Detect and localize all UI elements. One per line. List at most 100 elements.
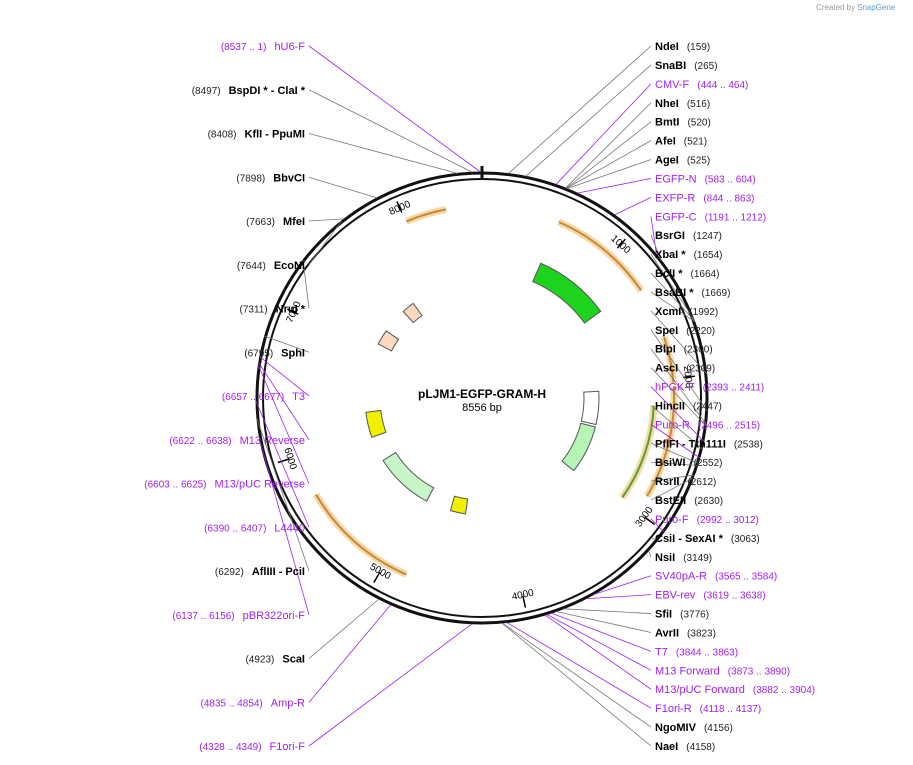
- orf-arc-halo: [619, 405, 658, 500]
- snapgene-logo: SnapGene: [857, 3, 896, 12]
- site-label: PflFI - Tth111I(2538): [655, 438, 763, 450]
- site-name: PflFI - Tth111I: [655, 438, 726, 450]
- tick-label: 4000: [511, 588, 535, 603]
- tick-mark: [277, 458, 290, 464]
- orf-arc: [646, 386, 676, 497]
- site-label: SphI(6795): [244, 347, 305, 359]
- leader-line: [650, 253, 695, 320]
- leader-line: [614, 196, 652, 216]
- feature-arcs: [312, 205, 678, 578]
- ori-arrow: [365, 409, 387, 438]
- leader-line: [308, 220, 343, 265]
- primer-name: Amp-R: [271, 697, 305, 709]
- site-position: (4158): [686, 742, 715, 753]
- primer-name: CMV-F: [655, 79, 690, 91]
- site-label: KflI - PpuMI(8408): [208, 129, 305, 141]
- site-name: CsiI - SexAI *: [655, 533, 724, 545]
- primer-range: (6137 .. 6156): [172, 611, 234, 622]
- site-label: BsaBI *(1669): [655, 287, 730, 299]
- leader-line: [308, 45, 481, 173]
- leader-line: [546, 614, 652, 671]
- leader-lines: [255, 45, 708, 747]
- primer-label: EBV-rev(3619 .. 3638): [655, 590, 766, 602]
- leader-line: [302, 260, 310, 309]
- primer-name: hU6-F: [274, 41, 305, 53]
- site-name: NaeI: [655, 741, 678, 753]
- primer-range: (4118 .. 4137): [700, 704, 762, 715]
- leader-line: [650, 272, 695, 322]
- site-label: BclI * (1664): [655, 268, 719, 280]
- leader-line: [308, 89, 473, 173]
- primer-range: (6390 .. 6407): [204, 523, 266, 534]
- puror-arrow: [561, 422, 596, 472]
- site-label: ScaI(4923): [245, 654, 305, 666]
- leader-line: [556, 611, 652, 633]
- site-position: (1654): [694, 250, 723, 261]
- primer-name: T7: [655, 646, 668, 658]
- site-position: (4923): [245, 655, 274, 666]
- site-name: MfeI: [283, 216, 305, 228]
- site-position: (516): [687, 99, 710, 110]
- leader-line: [566, 159, 652, 189]
- primer-range: (8537 .. 1): [221, 42, 267, 53]
- site-label: SpeI(2220): [655, 325, 715, 337]
- primer-label: T7 (3844 .. 3863): [655, 646, 738, 658]
- site-position: (2220): [686, 326, 715, 337]
- leader-line: [650, 518, 665, 533]
- orf-arc: [558, 221, 642, 292]
- tick-label: 2000: [681, 365, 694, 389]
- primer-range: (444 .. 464): [697, 80, 748, 91]
- primer-name: M13/pUC Reverse: [215, 479, 305, 491]
- primer-label: F1ori-F(4328 .. 4349): [199, 741, 305, 753]
- site-position: (2447): [693, 401, 722, 412]
- orf-arc-halo: [557, 218, 644, 293]
- primer-range: (6622 .. 6638): [169, 436, 231, 447]
- leader-line: [525, 64, 652, 177]
- site-label: XcmI(1992): [655, 306, 718, 318]
- primer-range: (6603 .. 6625): [144, 480, 206, 491]
- site-labels: NdeI(159)SnaBI(265)CMV-F(444 .. 464)NheI…: [144, 41, 815, 753]
- tick-mark: [616, 238, 626, 249]
- leader-line: [256, 418, 310, 572]
- plasmid-size: 8556 bp: [462, 402, 502, 414]
- tick-mark: [644, 516, 656, 526]
- site-label: NheI(516): [655, 98, 710, 110]
- site-name: HincII: [655, 400, 685, 412]
- ltr-arrow: [377, 330, 400, 352]
- site-label: SfiI(3776): [655, 609, 709, 621]
- primer-name: F1ori-F: [270, 741, 306, 753]
- primer-name: Puro-F: [655, 514, 689, 526]
- leader-line: [501, 622, 652, 728]
- primer-range: (2496 .. 2515): [698, 420, 760, 431]
- leader-line: [308, 604, 392, 703]
- leader-line: [257, 365, 310, 484]
- leader-line: [259, 356, 310, 397]
- leader-line: [260, 442, 310, 615]
- leader-line: [650, 474, 695, 482]
- primer-range: (1191 .. 1212): [705, 212, 767, 223]
- leader-line: [648, 550, 652, 557]
- snapgene-credit: Created by SnapGene: [816, 3, 896, 12]
- primer-label: hU6-F (8537 .. 1): [221, 41, 305, 53]
- site-name: AscI: [655, 363, 678, 375]
- credit-text: Created by: [816, 3, 855, 12]
- site-name: AvrII: [655, 627, 679, 639]
- primer-range: (3844 .. 3863): [676, 647, 738, 658]
- feature-arrows: [365, 262, 602, 515]
- site-position: (1664): [691, 269, 720, 280]
- site-label: RsrII(2612): [655, 476, 716, 488]
- primer-name: M13 Reverse: [240, 435, 305, 447]
- site-name: BmtI: [655, 117, 679, 129]
- leader-line: [650, 367, 707, 427]
- leader-line: [308, 598, 380, 659]
- primer-range: (3619 .. 3638): [703, 591, 765, 602]
- primer-name: pBR322ori-F: [243, 610, 306, 622]
- primer-range: (3873 .. 3890): [728, 666, 790, 677]
- leader-line: [593, 575, 652, 595]
- primer-label: EGFP-N(583 .. 604): [655, 173, 756, 185]
- leader-line: [565, 121, 652, 189]
- site-position: (2309): [686, 364, 715, 375]
- f1-ori-arrow: [449, 495, 469, 515]
- site-name: BclI *: [655, 268, 683, 280]
